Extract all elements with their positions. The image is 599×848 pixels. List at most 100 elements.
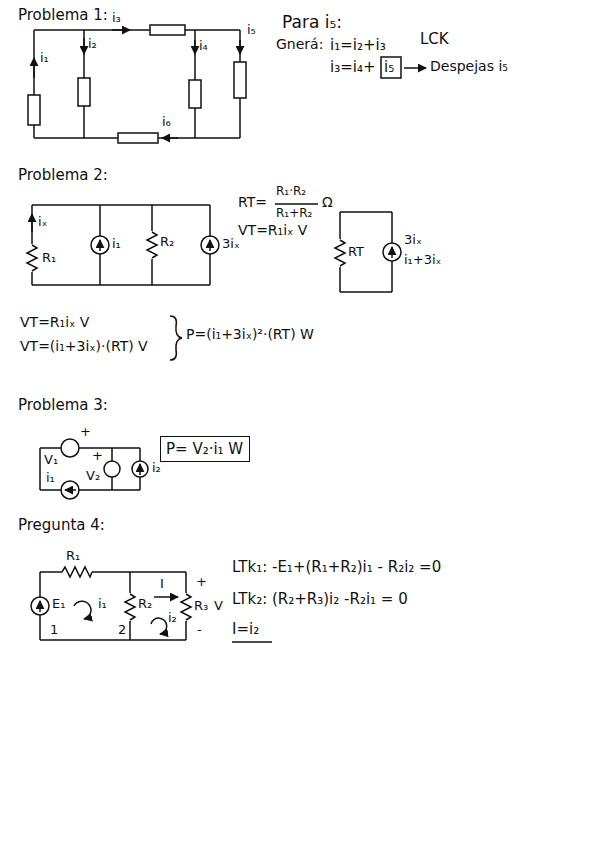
mesh-loop bbox=[151, 618, 167, 634]
handwritten-label: E₁ bbox=[52, 596, 65, 612]
current-arrow bbox=[209, 240, 211, 251]
resistor-symbol bbox=[27, 245, 37, 271]
handwritten-label: + bbox=[92, 448, 103, 464]
resistor-symbol bbox=[181, 594, 191, 620]
wire-gap bbox=[146, 231, 158, 259]
handwritten-label: RT= bbox=[238, 194, 267, 211]
current-source bbox=[201, 236, 219, 254]
current-arrow bbox=[239, 40, 241, 54]
handwritten-label: i₁ bbox=[98, 596, 107, 612]
wire bbox=[40, 448, 140, 490]
handwritten-label: Problema 2: bbox=[18, 166, 108, 184]
handwritten-label: VT=R₁iₓ V bbox=[20, 314, 89, 331]
current-arrow bbox=[391, 247, 393, 258]
handwritten-label: LTk₁: -E₁+(R₁+R₂)i₁ - R₂i₂ =0 bbox=[232, 558, 441, 576]
handwritten-label: i₃=i₄+ bbox=[330, 58, 376, 76]
handwritten-label: V₁ bbox=[44, 452, 58, 468]
handwritten-label: R₁ bbox=[42, 250, 56, 266]
resistor-symbol bbox=[234, 62, 246, 98]
resistor-symbol bbox=[118, 133, 158, 143]
handwritten-label: Gnerá: bbox=[276, 36, 323, 53]
handwritten-label: i₁ bbox=[46, 470, 55, 486]
voltage-source bbox=[104, 461, 120, 477]
resistor-symbol bbox=[125, 594, 135, 620]
handwritten-label: VT=(i₁+3iₓ)·(RT) V bbox=[20, 338, 148, 355]
handwritten-label: R₂ bbox=[138, 596, 152, 612]
resistor-symbol bbox=[189, 80, 201, 108]
handwritten-label: V bbox=[214, 598, 223, 614]
handwritten-label: LCK bbox=[420, 30, 449, 48]
handwritten-label: Despejas i₅ bbox=[430, 58, 508, 75]
handwritten-label: Para i₅: bbox=[282, 12, 342, 32]
current-source bbox=[91, 236, 109, 254]
resistor-symbol bbox=[62, 567, 92, 577]
handwritten-label: i₁ bbox=[40, 50, 49, 66]
handwritten-label: Pregunta 4: bbox=[18, 516, 105, 534]
handwritten-label: R₂ bbox=[160, 234, 174, 250]
resistor-symbol bbox=[335, 240, 345, 266]
handwritten-label: LTk₂: (R₂+R₃)i₂ -R₂i₁ = 0 bbox=[232, 590, 408, 608]
handwritten-label: Problema 1: bbox=[18, 6, 108, 24]
handwritten-label: R₁+R₂ bbox=[276, 206, 312, 220]
handwritten-label: 3iₓ bbox=[404, 232, 422, 248]
current-source bbox=[132, 461, 148, 477]
handwritten-label: i₁+3iₓ bbox=[404, 252, 441, 268]
handwritten-label: i₂ bbox=[88, 36, 97, 52]
answer-box: P= V₂·i₁ W bbox=[160, 436, 250, 462]
handwritten-label: RT bbox=[348, 244, 364, 260]
fraction-bar bbox=[275, 203, 318, 205]
answer-box bbox=[381, 57, 401, 78]
handwritten-label: i₆ bbox=[162, 114, 171, 130]
handwritten-label: i₅ bbox=[247, 22, 256, 38]
handwritten-label: - bbox=[197, 622, 202, 638]
handwritten-label: i₂ bbox=[168, 610, 177, 626]
current-arrow bbox=[154, 596, 178, 598]
underline bbox=[232, 641, 272, 643]
handwritten-label: 2 bbox=[118, 622, 126, 638]
handwritten-label: iₓ bbox=[38, 214, 47, 230]
wire bbox=[32, 205, 210, 285]
node-text: P= V₂·i₁ W bbox=[166, 440, 243, 458]
wire bbox=[40, 572, 186, 640]
wire-gap bbox=[124, 593, 136, 621]
current-arrow bbox=[139, 464, 141, 475]
current-arrow bbox=[194, 40, 196, 54]
resistor-symbol bbox=[28, 95, 40, 125]
handwritten-label: Problema 3: bbox=[18, 396, 108, 414]
current-arrow bbox=[33, 58, 35, 78]
handwritten-label: i₁=i₂+i₃ bbox=[330, 36, 386, 54]
handwritten-label: VT=R₁iₓ V bbox=[238, 222, 307, 239]
handwritten-label: I bbox=[160, 576, 164, 592]
current-arrow bbox=[65, 489, 76, 491]
current-arrow bbox=[99, 240, 101, 251]
resistor-symbol bbox=[147, 232, 157, 258]
handwritten-label: i₅ bbox=[384, 58, 394, 76]
current-source bbox=[383, 243, 401, 261]
current-arrow bbox=[112, 29, 130, 31]
resistor-symbol bbox=[150, 25, 185, 35]
handwritten-label: R₃ bbox=[194, 598, 208, 614]
arrow bbox=[404, 67, 426, 69]
source-arrow bbox=[39, 601, 41, 612]
resistor-symbol bbox=[78, 78, 90, 106]
handwritten-label: I=i₂ bbox=[232, 620, 259, 638]
handwritten-label: R₁·R₂ bbox=[276, 184, 306, 198]
handwritten-label: i₃ bbox=[112, 10, 121, 26]
handwritten-label: 1 bbox=[50, 622, 58, 638]
current-arrow bbox=[83, 38, 85, 54]
handwritten-label: i₄ bbox=[199, 38, 208, 54]
handwritten-label: P=(i₁+3iₓ)²·(RT) W bbox=[186, 326, 314, 343]
wire bbox=[34, 30, 240, 138]
wire-gap bbox=[180, 593, 192, 621]
mesh-loop bbox=[74, 601, 91, 619]
handwritten-label: Ω bbox=[322, 194, 333, 211]
drawing-part bbox=[26, 25, 426, 642]
brace bbox=[170, 316, 182, 360]
handwritten-label: i₂ bbox=[152, 460, 161, 476]
handwritten-label: + bbox=[80, 424, 91, 440]
current-source bbox=[61, 481, 79, 499]
voltage-source bbox=[61, 439, 79, 457]
current-arrow bbox=[31, 214, 33, 232]
wire-gap bbox=[26, 244, 38, 272]
handwritten-label: V₂ bbox=[86, 468, 100, 484]
